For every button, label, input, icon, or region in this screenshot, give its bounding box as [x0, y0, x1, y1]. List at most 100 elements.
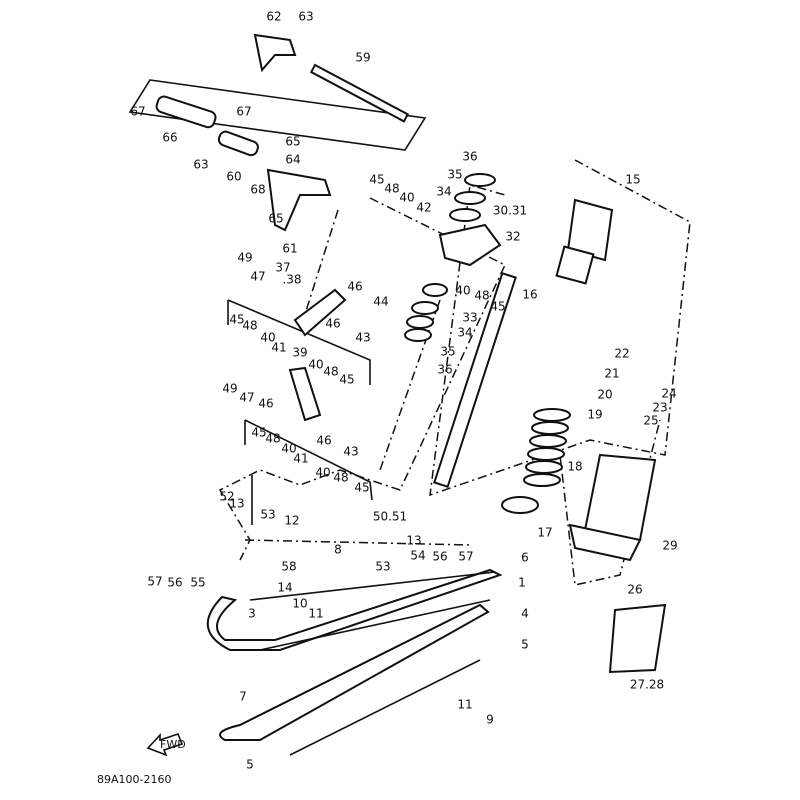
callout-label: 23	[652, 401, 667, 415]
callout-label: 33	[462, 311, 477, 325]
callout-label: 67	[130, 105, 145, 119]
callout-label: 49	[237, 251, 252, 265]
callout-label: 46	[325, 317, 340, 331]
callout-label: 68	[250, 183, 265, 197]
callout-label: 47	[239, 391, 254, 405]
callout-label: 35	[440, 345, 455, 359]
part-number: 89A100-2160	[97, 773, 171, 786]
callout-label: 40	[260, 331, 275, 345]
callout-label: 7	[239, 690, 247, 704]
ski-rail	[249, 571, 496, 651]
callout-label: .38	[282, 273, 301, 287]
callout-label: 40	[315, 466, 330, 480]
callout-label: 25	[643, 414, 658, 428]
callout-label: 48	[323, 365, 338, 379]
callout-label: 48	[474, 289, 489, 303]
steering-arm-62	[253, 33, 297, 73]
callout-label: 53	[260, 508, 275, 522]
callout-label: 48	[384, 182, 399, 196]
callout-label: 62	[266, 10, 281, 24]
callout-label: 56	[167, 576, 182, 590]
callout-label: 54	[410, 549, 425, 563]
callout-label: 34	[436, 185, 451, 199]
callout-label: 10	[292, 597, 307, 611]
callout-label: 45	[490, 300, 505, 314]
callout-label: 56	[432, 550, 447, 564]
callout-label: 43	[343, 445, 358, 459]
shock-body	[555, 245, 595, 285]
fwd-arrow-icon: FWD	[146, 732, 186, 757]
callout-label: 5	[246, 758, 254, 772]
callout-label: 29	[662, 539, 677, 553]
callout-label: 26	[627, 583, 642, 597]
callout-label: 57	[147, 575, 162, 589]
washers	[404, 173, 496, 342]
callout-label: 60	[226, 170, 241, 184]
ski-body-4	[219, 603, 490, 741]
callout-label: 9	[486, 713, 494, 727]
callout-label: 52	[219, 490, 234, 504]
callout-label: 40	[399, 191, 414, 205]
spring-group-outline	[559, 419, 661, 586]
link-dash-c	[244, 539, 471, 546]
callout-label: 40	[308, 358, 323, 372]
callout-label: 48	[333, 471, 348, 485]
callout-label: 45	[354, 481, 369, 495]
callout-label: 46	[347, 280, 362, 294]
callout-label: 46	[258, 397, 273, 411]
callout-label: 53	[375, 560, 390, 574]
callout-label: 65	[268, 212, 283, 226]
arm-61	[266, 168, 332, 232]
callout-label: 42	[416, 201, 431, 215]
callout-label: 20	[597, 388, 612, 402]
callout-label: 36	[437, 363, 452, 377]
link-dash-b	[379, 299, 441, 471]
callout-label: 4	[521, 607, 529, 621]
callout-label: 5	[521, 638, 529, 652]
callout-label: 50.51	[373, 510, 407, 524]
callout-label: 48	[265, 432, 280, 446]
link-39	[288, 366, 322, 422]
callout-label: 63	[193, 158, 208, 172]
callout-label: 39	[292, 346, 307, 360]
spring-18	[501, 408, 571, 514]
callout-label: 11	[308, 607, 323, 621]
callout-label: 40	[455, 284, 470, 298]
callout-label: 8	[334, 543, 342, 557]
link-37-38	[293, 288, 347, 337]
runner	[289, 659, 481, 756]
callout-label: 47	[250, 270, 265, 284]
callout-label: 24	[661, 387, 676, 401]
callout-label: 63	[298, 10, 313, 24]
callout-label: 65	[285, 135, 300, 149]
shock-base	[568, 523, 642, 562]
callout-label: 44	[373, 295, 388, 309]
group-outline-top	[128, 79, 427, 151]
shock-top-15	[566, 198, 614, 262]
bracket-upper	[227, 299, 371, 385]
shaft-60	[217, 130, 259, 157]
callout-label: 36	[462, 150, 477, 164]
callout-label: 13	[229, 497, 244, 511]
callout-label: 21	[604, 367, 619, 381]
callout-label: 14	[277, 581, 292, 595]
callout-label: 32	[505, 230, 520, 244]
callout-label: 35	[447, 168, 462, 182]
callout-label: 41	[293, 452, 308, 466]
callout-label: 66	[162, 131, 177, 145]
callout-label: 55	[190, 576, 205, 590]
callout-label: 11	[457, 698, 472, 712]
callout-label: 40	[281, 442, 296, 456]
callout-label: 19	[587, 408, 602, 422]
callout-label: 45	[229, 313, 244, 327]
callout-label: 13	[406, 534, 421, 548]
callout-label: 48	[242, 319, 257, 333]
callout-label: 43	[355, 331, 370, 345]
callout-label: 6	[521, 551, 529, 565]
link-group-outline	[218, 197, 506, 561]
callout-label: 61	[282, 242, 297, 256]
spindle-housing-30	[438, 223, 502, 267]
callout-label: 59	[355, 51, 370, 65]
